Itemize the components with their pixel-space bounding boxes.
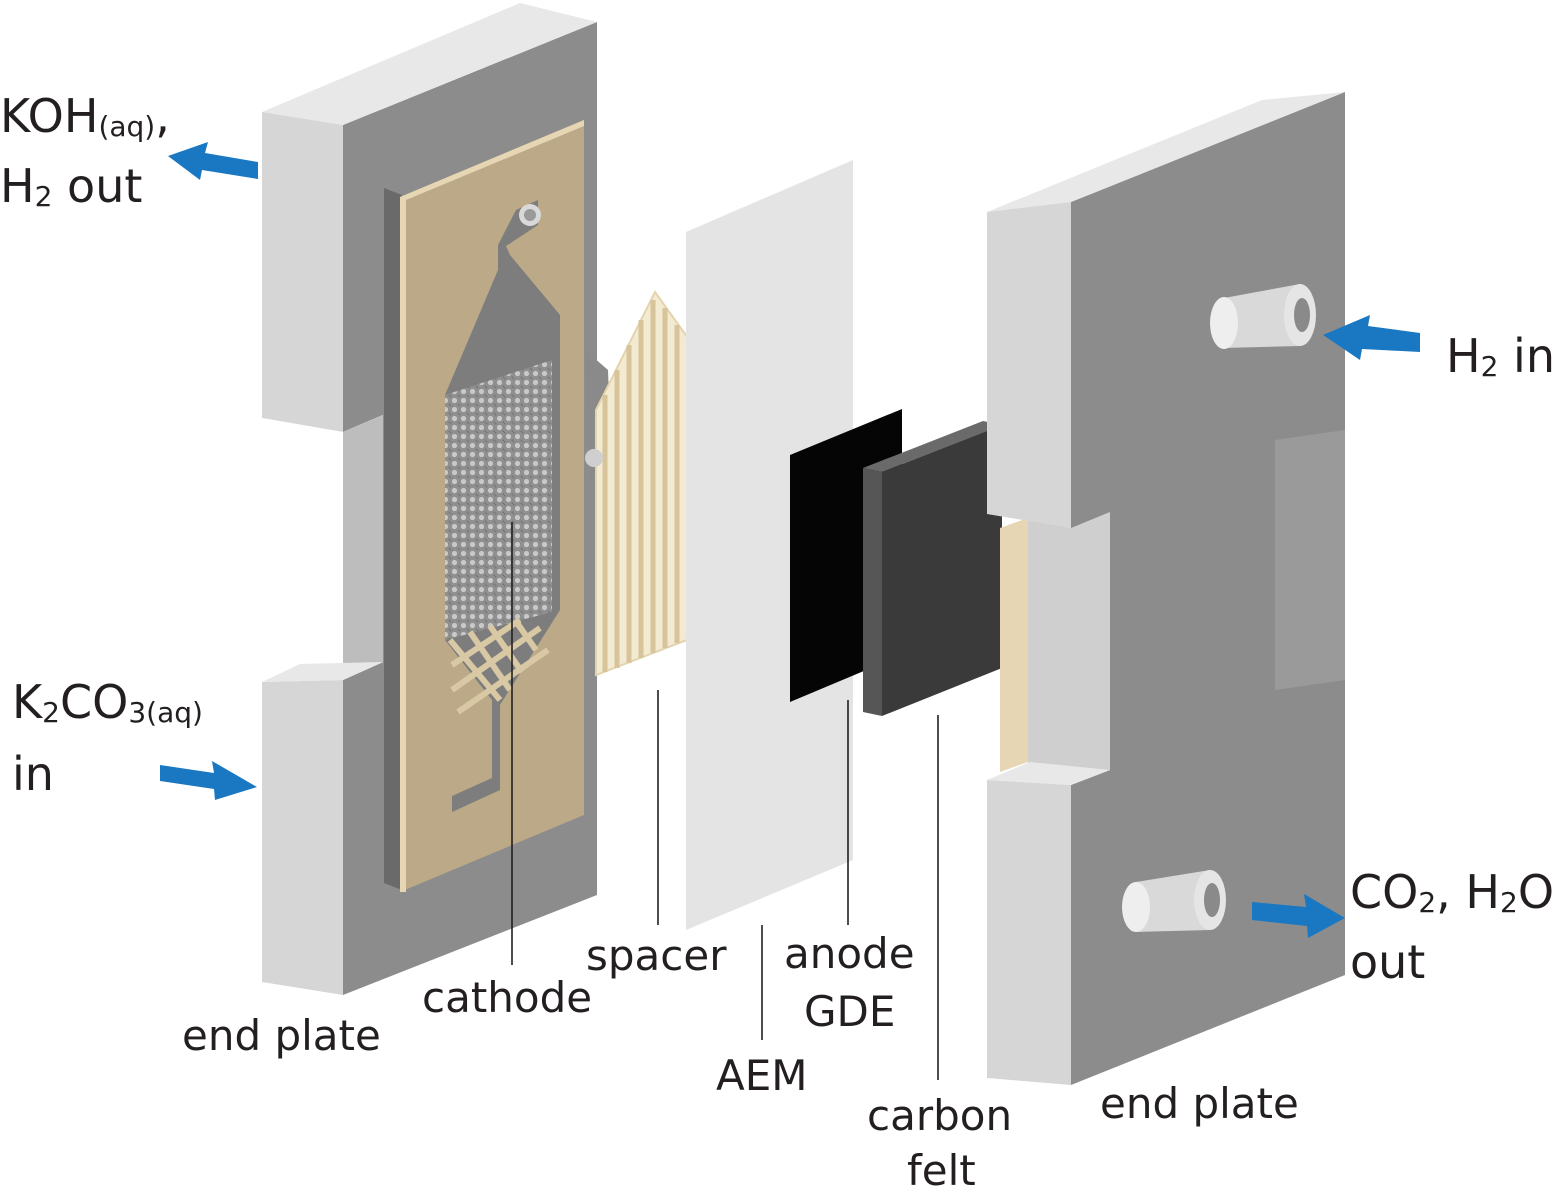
left-plate-lower-top bbox=[262, 662, 383, 682]
h2-in-arrow bbox=[1323, 315, 1420, 360]
end-plate-right-label: end plate bbox=[1100, 1079, 1299, 1128]
carbon-felt-label-line2: felt bbox=[907, 1146, 976, 1192]
k2co3-in-label: in bbox=[12, 747, 54, 801]
h2-in-label: H2 in bbox=[1446, 329, 1555, 383]
spacer-port bbox=[585, 449, 603, 467]
co2-out-label: out bbox=[1350, 935, 1425, 989]
cathode-mesh bbox=[445, 360, 552, 640]
right-plate-notch-dark bbox=[1028, 512, 1110, 780]
end-plate-left-label: end plate bbox=[182, 1011, 381, 1060]
right-plate-top-face bbox=[987, 92, 1345, 212]
h2-in-port bbox=[1210, 284, 1316, 349]
aem-membrane bbox=[686, 160, 853, 930]
carbon-felt-left bbox=[863, 468, 882, 716]
cathode-label: cathode bbox=[422, 973, 592, 1022]
k2co3-label: K2CO3(aq) bbox=[12, 675, 203, 729]
right-frame-edge bbox=[1000, 518, 1028, 772]
right-end-plate bbox=[987, 92, 1345, 1085]
carbon-felt-label-line1: carbon bbox=[867, 1091, 1012, 1140]
anode-gde-label-line1: anode bbox=[784, 929, 915, 978]
cathode-port-upper-hole bbox=[524, 209, 536, 221]
co2-out-port bbox=[1122, 870, 1226, 932]
h2-out-label: H2 out bbox=[0, 159, 142, 213]
right-plate-back-notch bbox=[1275, 430, 1345, 690]
carbon-felt bbox=[863, 421, 1002, 716]
cathode-frame bbox=[400, 120, 584, 892]
co2-h2o-label: CO2, H2O bbox=[1350, 865, 1554, 919]
left-plate-top-face bbox=[262, 3, 597, 125]
right-plate-side-upper bbox=[987, 202, 1071, 528]
k2co3-in-arrow bbox=[160, 761, 257, 800]
koh-out-arrow bbox=[168, 142, 258, 180]
cathode-lattice bbox=[447, 617, 550, 715]
carbon-felt-side bbox=[863, 421, 1002, 472]
aem-label: AEM bbox=[716, 1051, 808, 1100]
anode-gde-label-line2: GDE bbox=[804, 987, 895, 1036]
left-plate-notch-inner bbox=[343, 415, 383, 680]
cathode-frame-edge bbox=[384, 188, 402, 890]
spacer-label: spacer bbox=[586, 931, 727, 980]
co2-out-arrow bbox=[1252, 894, 1345, 938]
left-plate-side-lower bbox=[262, 680, 343, 995]
left-plate-side-upper bbox=[262, 112, 343, 432]
right-plate-lower-top bbox=[987, 762, 1110, 785]
koh-label: KOH(aq), bbox=[0, 89, 170, 143]
right-plate-side-lower bbox=[987, 780, 1071, 1085]
carbon-felt-front bbox=[882, 425, 1002, 716]
